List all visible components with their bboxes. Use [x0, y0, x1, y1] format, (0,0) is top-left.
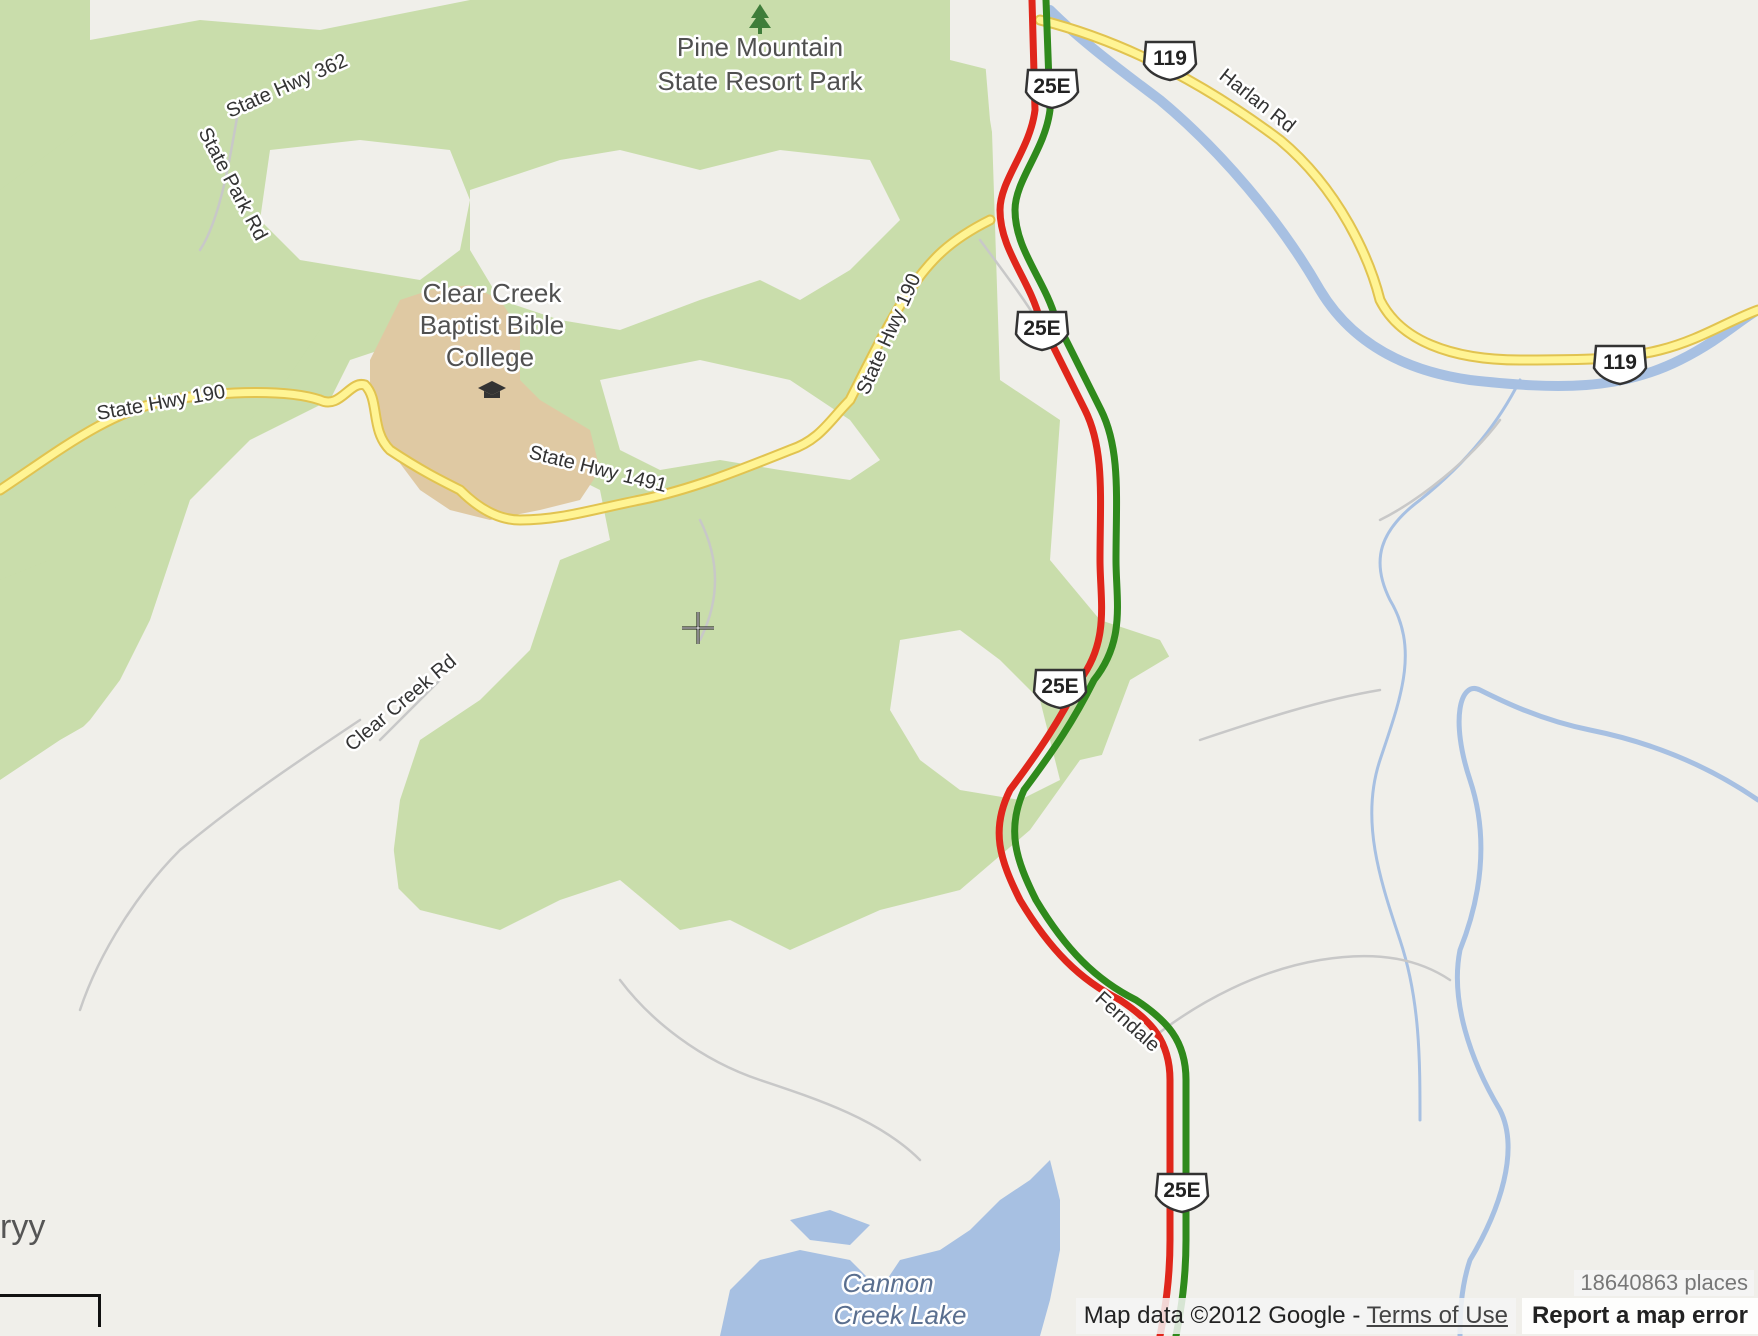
minor-road — [618, 978, 922, 1162]
clearing-east — [890, 630, 1060, 800]
us-25e-shield: 25E — [1032, 668, 1088, 710]
clipped-label-fragment: ryy — [0, 1208, 46, 1246]
shield-label: 25E — [1023, 317, 1060, 340]
west-forest-area — [0, 100, 350, 580]
northwest-forest-strip — [0, 0, 90, 80]
us-25e-shield: 25E — [1154, 1172, 1210, 1214]
park-name-line1: Pine Mountain — [677, 32, 843, 62]
state-highways — [0, 14, 1758, 526]
hwy-190 — [0, 216, 994, 524]
route-red-line — [995, 0, 1174, 1336]
places-count: 18640863 places — [1574, 1270, 1754, 1296]
cumberland-river — [1045, 5, 1758, 391]
minor-road — [198, 98, 242, 252]
shield-label: 25E — [1033, 75, 1070, 98]
lake-name-line1: Cannon — [842, 1268, 933, 1298]
minor-road — [78, 718, 362, 1012]
college-name-line1: Clear Creek — [423, 278, 563, 308]
terms-of-use-link[interactable]: Terms of Use — [1366, 1302, 1508, 1329]
tree-icon — [749, 4, 771, 34]
minor-road — [1148, 954, 1452, 1042]
college-name-line2: Baptist Bible — [420, 310, 565, 340]
shield-label: 25E — [1163, 1179, 1200, 1202]
clearing-college — [260, 140, 470, 280]
clearing-north — [470, 150, 900, 330]
college-campus-area — [370, 285, 600, 520]
cannon-creek-lake — [720, 1160, 1060, 1336]
harlan-rd — [1036, 16, 1758, 364]
water-features — [1045, 5, 1758, 1336]
south-creek — [1370, 378, 1522, 1122]
report-map-error-button[interactable]: Report a map error — [1521, 1298, 1758, 1334]
scale-bar — [0, 1294, 101, 1327]
clearing-northeast — [980, 0, 1758, 1336]
us-119-shield: 119 — [1142, 40, 1198, 82]
shield-label: 119 — [1603, 351, 1637, 374]
route-shields: 25E 25E 25E 25E 119 119 — [1014, 40, 1648, 1214]
us-25e-shield: 25E — [1014, 310, 1070, 352]
route-green-line — [1011, 0, 1190, 1336]
us-25e-route — [995, 0, 1190, 1336]
attribution-text: Map data ©2012 Google — [1083, 1302, 1346, 1329]
us-119-shield: 119 — [1592, 344, 1648, 386]
park-name-line2: State Resort Park — [657, 66, 863, 96]
us-25e-shield: 25E — [1024, 68, 1080, 110]
map-footer: Map data ©2012 Google - Terms of Use Rep… — [1075, 1296, 1758, 1336]
minor-road — [1378, 418, 1502, 522]
minor-road — [378, 678, 442, 742]
attribution-separator: - — [1352, 1302, 1361, 1329]
clearing-middle — [600, 360, 880, 480]
crosshair-icon — [682, 612, 714, 644]
shield-label: 25E — [1041, 675, 1078, 698]
college-name-line3: College — [446, 342, 534, 372]
shield-label: 119 — [1153, 47, 1187, 70]
lake-name-line2: Creek Lake — [834, 1300, 967, 1330]
minor-road — [1198, 688, 1382, 742]
clearing-southwest — [0, 540, 1758, 1336]
graduation-cap-icon — [478, 381, 506, 398]
east-creek — [1454, 686, 1758, 1336]
attribution: Map data ©2012 Google - Terms of Use — [1075, 1298, 1516, 1334]
